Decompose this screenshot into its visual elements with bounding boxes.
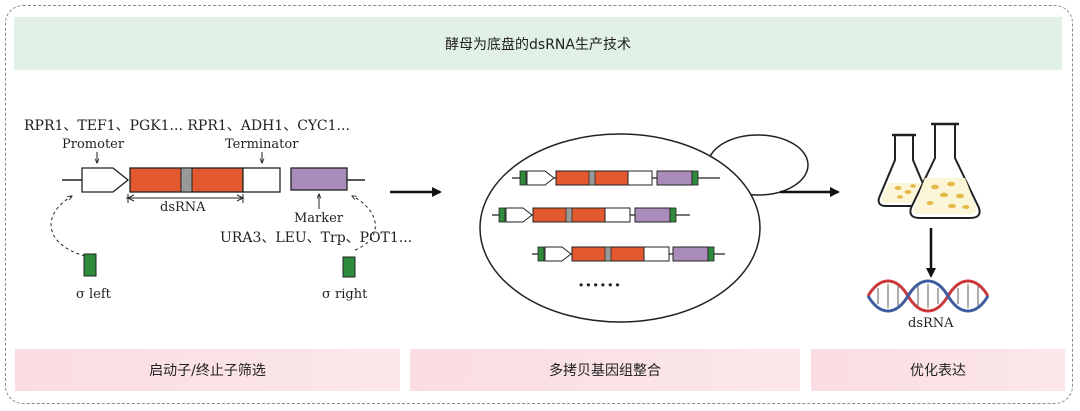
terminator-label: Terminator [225, 137, 299, 152]
sigma-right-recombination [352, 196, 376, 251]
integrated-copy-1 [512, 170, 720, 186]
sigma-left-recombination [50, 196, 86, 257]
marker-block [290, 167, 348, 191]
sigma-right-block [342, 256, 356, 278]
marker-label: Marker [294, 211, 344, 226]
dsrna-helix-icon [866, 279, 990, 313]
integrated-copy-3 [532, 246, 725, 262]
product-dsrna-label: dsRNA [908, 316, 954, 331]
step-optimize-expression: 优化表达 [811, 349, 1065, 391]
yeast-cell: ······ [479, 133, 809, 323]
marker-options-label: URA3、LEU、Trp、POT1... [220, 230, 412, 246]
promoter-label: Promoter [62, 137, 125, 152]
promoter-arrow-icon [81, 167, 130, 193]
dsrna-loop [180, 167, 193, 193]
terminator-block [242, 167, 281, 193]
step-2-label: 多拷贝基因组整合 [549, 363, 661, 379]
expression-construct: RPR1、TEF1、PGK1... RPR1、ADH1、CYC1... Prom… [24, 118, 412, 302]
step-promoter-terminator-screening: 启动子/终止子筛选 [15, 349, 400, 391]
sigma-right-label: σ right [322, 287, 368, 302]
step-multicopy-integration: 多拷贝基因组整合 [410, 349, 800, 391]
integrated-copy-2 [492, 207, 690, 223]
more-copies-ellipsis: ······ [578, 275, 622, 296]
sigma-left-label: σ left [76, 287, 112, 302]
promoter-options-label: RPR1、TEF1、PGK1... RPR1、ADH1、CYC1... [24, 118, 350, 134]
flask-front-icon [909, 122, 981, 219]
outer-frame [5, 5, 1073, 404]
title-banner: 酵母为底盘的dsRNA生产技术 [14, 17, 1062, 70]
step-1-label: 启动子/终止子筛选 [149, 363, 266, 379]
step-3-label: 优化表达 [910, 363, 966, 379]
page-title: 酵母为底盘的dsRNA生产技术 [445, 36, 631, 53]
sigma-left-block [83, 253, 97, 277]
dsrna-label: dsRNA [160, 200, 206, 215]
